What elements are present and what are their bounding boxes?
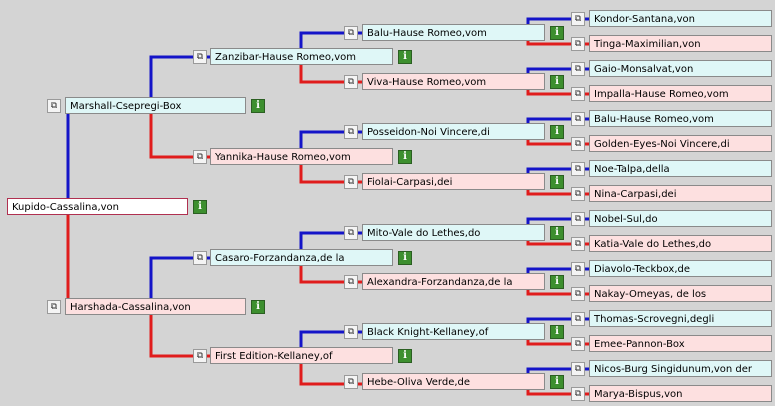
pedigree-icon[interactable]: ⧉: [193, 50, 207, 64]
pedigree-icon[interactable]: ⧉: [571, 112, 585, 126]
info-icon[interactable]: i: [398, 349, 412, 363]
dog-gen2-1[interactable]: Zanzibar-Hause Romeo,vom: [210, 48, 393, 65]
dog-gen3-7[interactable]: Black Knight-Kellaney,of: [362, 323, 545, 340]
dog-gen4-10[interactable]: Katia-Vale do Lethes,do: [589, 235, 772, 252]
dam-connector-line: [299, 57, 362, 84]
dog-gen4-2[interactable]: Tinga-Maximilian,von: [589, 35, 772, 52]
pedigree-icon[interactable]: ⧉: [193, 251, 207, 265]
dog-dam[interactable]: Harshada-Cassalina,von: [65, 298, 246, 315]
dog-sire[interactable]: Marshall-Csepregi-Box: [65, 97, 246, 114]
dog-gen4-15[interactable]: Nicos-Burg Singidunum,von der: [589, 360, 772, 377]
info-icon[interactable]: i: [251, 99, 265, 113]
dam-connector-line: [299, 258, 362, 284]
dog-gen4-7[interactable]: Noe-Talpa,della: [589, 160, 772, 177]
info-icon[interactable]: i: [550, 226, 564, 240]
sire-connector-line: [149, 55, 210, 106]
pedigree-icon[interactable]: ⧉: [47, 99, 61, 113]
info-icon[interactable]: i: [550, 75, 564, 89]
info-icon[interactable]: i: [550, 175, 564, 189]
pedigree-icon[interactable]: ⧉: [344, 75, 358, 89]
pedigree-icon[interactable]: ⧉: [571, 62, 585, 76]
dog-gen4-4[interactable]: Impalla-Hause Romeo,vom: [589, 85, 772, 102]
sire-connector-line: [65, 104, 70, 207]
pedigree-icon[interactable]: ⧉: [344, 26, 358, 40]
sire-connector-line: [149, 256, 210, 307]
dog-gen3-3[interactable]: Posseidon-Noi Vincere,di: [362, 123, 545, 140]
dam-connector-line: [299, 157, 362, 184]
dog-gen3-8[interactable]: Hebe-Oliva Verde,de: [362, 373, 545, 390]
pedigree-icon[interactable]: ⧉: [344, 226, 358, 240]
pedigree-icon[interactable]: ⧉: [571, 362, 585, 376]
dog-gen3-5[interactable]: Mito-Vale do Lethes,do: [362, 224, 545, 241]
pedigree-icon[interactable]: ⧉: [571, 262, 585, 276]
pedigree-icon[interactable]: ⧉: [571, 312, 585, 326]
dog-gen4-1[interactable]: Kondor-Santana,von: [589, 10, 772, 27]
info-icon[interactable]: i: [193, 200, 207, 214]
pedigree-icon[interactable]: ⧉: [571, 387, 585, 401]
info-icon[interactable]: i: [251, 300, 265, 314]
dam-connector-line: [149, 307, 210, 358]
dog-root[interactable]: Kupido-Cassalina,von: [7, 198, 188, 215]
dog-gen3-4[interactable]: Fiolai-Carpasi,dei: [362, 173, 545, 190]
dog-gen4-13[interactable]: Thomas-Scrovegni,degli: [589, 310, 772, 327]
dog-gen2-4[interactable]: First Edition-Kellaney,of: [210, 347, 393, 364]
dog-gen4-11[interactable]: Diavolo-Teckbox,de: [589, 260, 772, 277]
pedigree-icon[interactable]: ⧉: [344, 175, 358, 189]
dog-gen4-5[interactable]: Balu-Hause Romeo,vom: [589, 110, 772, 127]
dam-connector-line: [65, 207, 70, 309]
pedigree-icon[interactable]: ⧉: [571, 237, 585, 251]
pedigree-icon[interactable]: ⧉: [571, 37, 585, 51]
dog-gen4-14[interactable]: Emee-Pannon-Box: [589, 335, 772, 352]
pedigree-icon[interactable]: ⧉: [344, 375, 358, 389]
pedigree-icon[interactable]: ⧉: [344, 275, 358, 289]
pedigree-icon[interactable]: ⧉: [571, 212, 585, 226]
info-icon[interactable]: i: [398, 50, 412, 64]
pedigree-icon[interactable]: ⧉: [571, 162, 585, 176]
dog-gen4-9[interactable]: Nobel-Sul,do: [589, 210, 772, 227]
pedigree-icon[interactable]: ⧉: [571, 187, 585, 201]
dog-gen4-8[interactable]: Nina-Carpasi,dei: [589, 185, 772, 202]
dog-gen3-1[interactable]: Balu-Hause Romeo,vom: [362, 24, 545, 41]
dog-gen4-16[interactable]: Marya-Bispus,von: [589, 385, 772, 402]
info-icon[interactable]: i: [550, 275, 564, 289]
pedigree-icon[interactable]: ⧉: [571, 137, 585, 151]
info-icon[interactable]: i: [398, 251, 412, 265]
info-icon[interactable]: i: [550, 125, 564, 139]
dog-gen4-3[interactable]: Gaio-Monsalvat,von: [589, 60, 772, 77]
pedigree-icon[interactable]: ⧉: [571, 87, 585, 101]
pedigree-icon[interactable]: ⧉: [571, 337, 585, 351]
dog-gen3-6[interactable]: Alexandra-Forzandanza,de la: [362, 273, 545, 290]
pedigree-icon[interactable]: ⧉: [193, 150, 207, 164]
dog-gen4-6[interactable]: Golden-Eyes-Noi Vincere,di: [589, 135, 772, 152]
dog-gen2-3[interactable]: Casaro-Forzandanza,de la: [210, 249, 393, 266]
dog-gen4-12[interactable]: Nakay-Omeyas, de los: [589, 285, 772, 302]
info-icon[interactable]: i: [550, 375, 564, 389]
info-icon[interactable]: i: [550, 325, 564, 339]
info-icon[interactable]: i: [550, 26, 564, 40]
info-icon[interactable]: i: [398, 150, 412, 164]
pedigree-icon[interactable]: ⧉: [571, 12, 585, 26]
pedigree-icon[interactable]: ⧉: [344, 325, 358, 339]
dog-gen2-2[interactable]: Yannika-Hause Romeo,vom: [210, 148, 393, 165]
pedigree-icon[interactable]: ⧉: [193, 349, 207, 363]
pedigree-icon[interactable]: ⧉: [571, 287, 585, 301]
pedigree-icon[interactable]: ⧉: [344, 125, 358, 139]
pedigree-icon[interactable]: ⧉: [47, 300, 61, 314]
dog-gen3-2[interactable]: Viva-Hause Romeo,vom: [362, 73, 545, 90]
dam-connector-line: [299, 356, 362, 386]
dam-connector-line: [149, 106, 210, 159]
